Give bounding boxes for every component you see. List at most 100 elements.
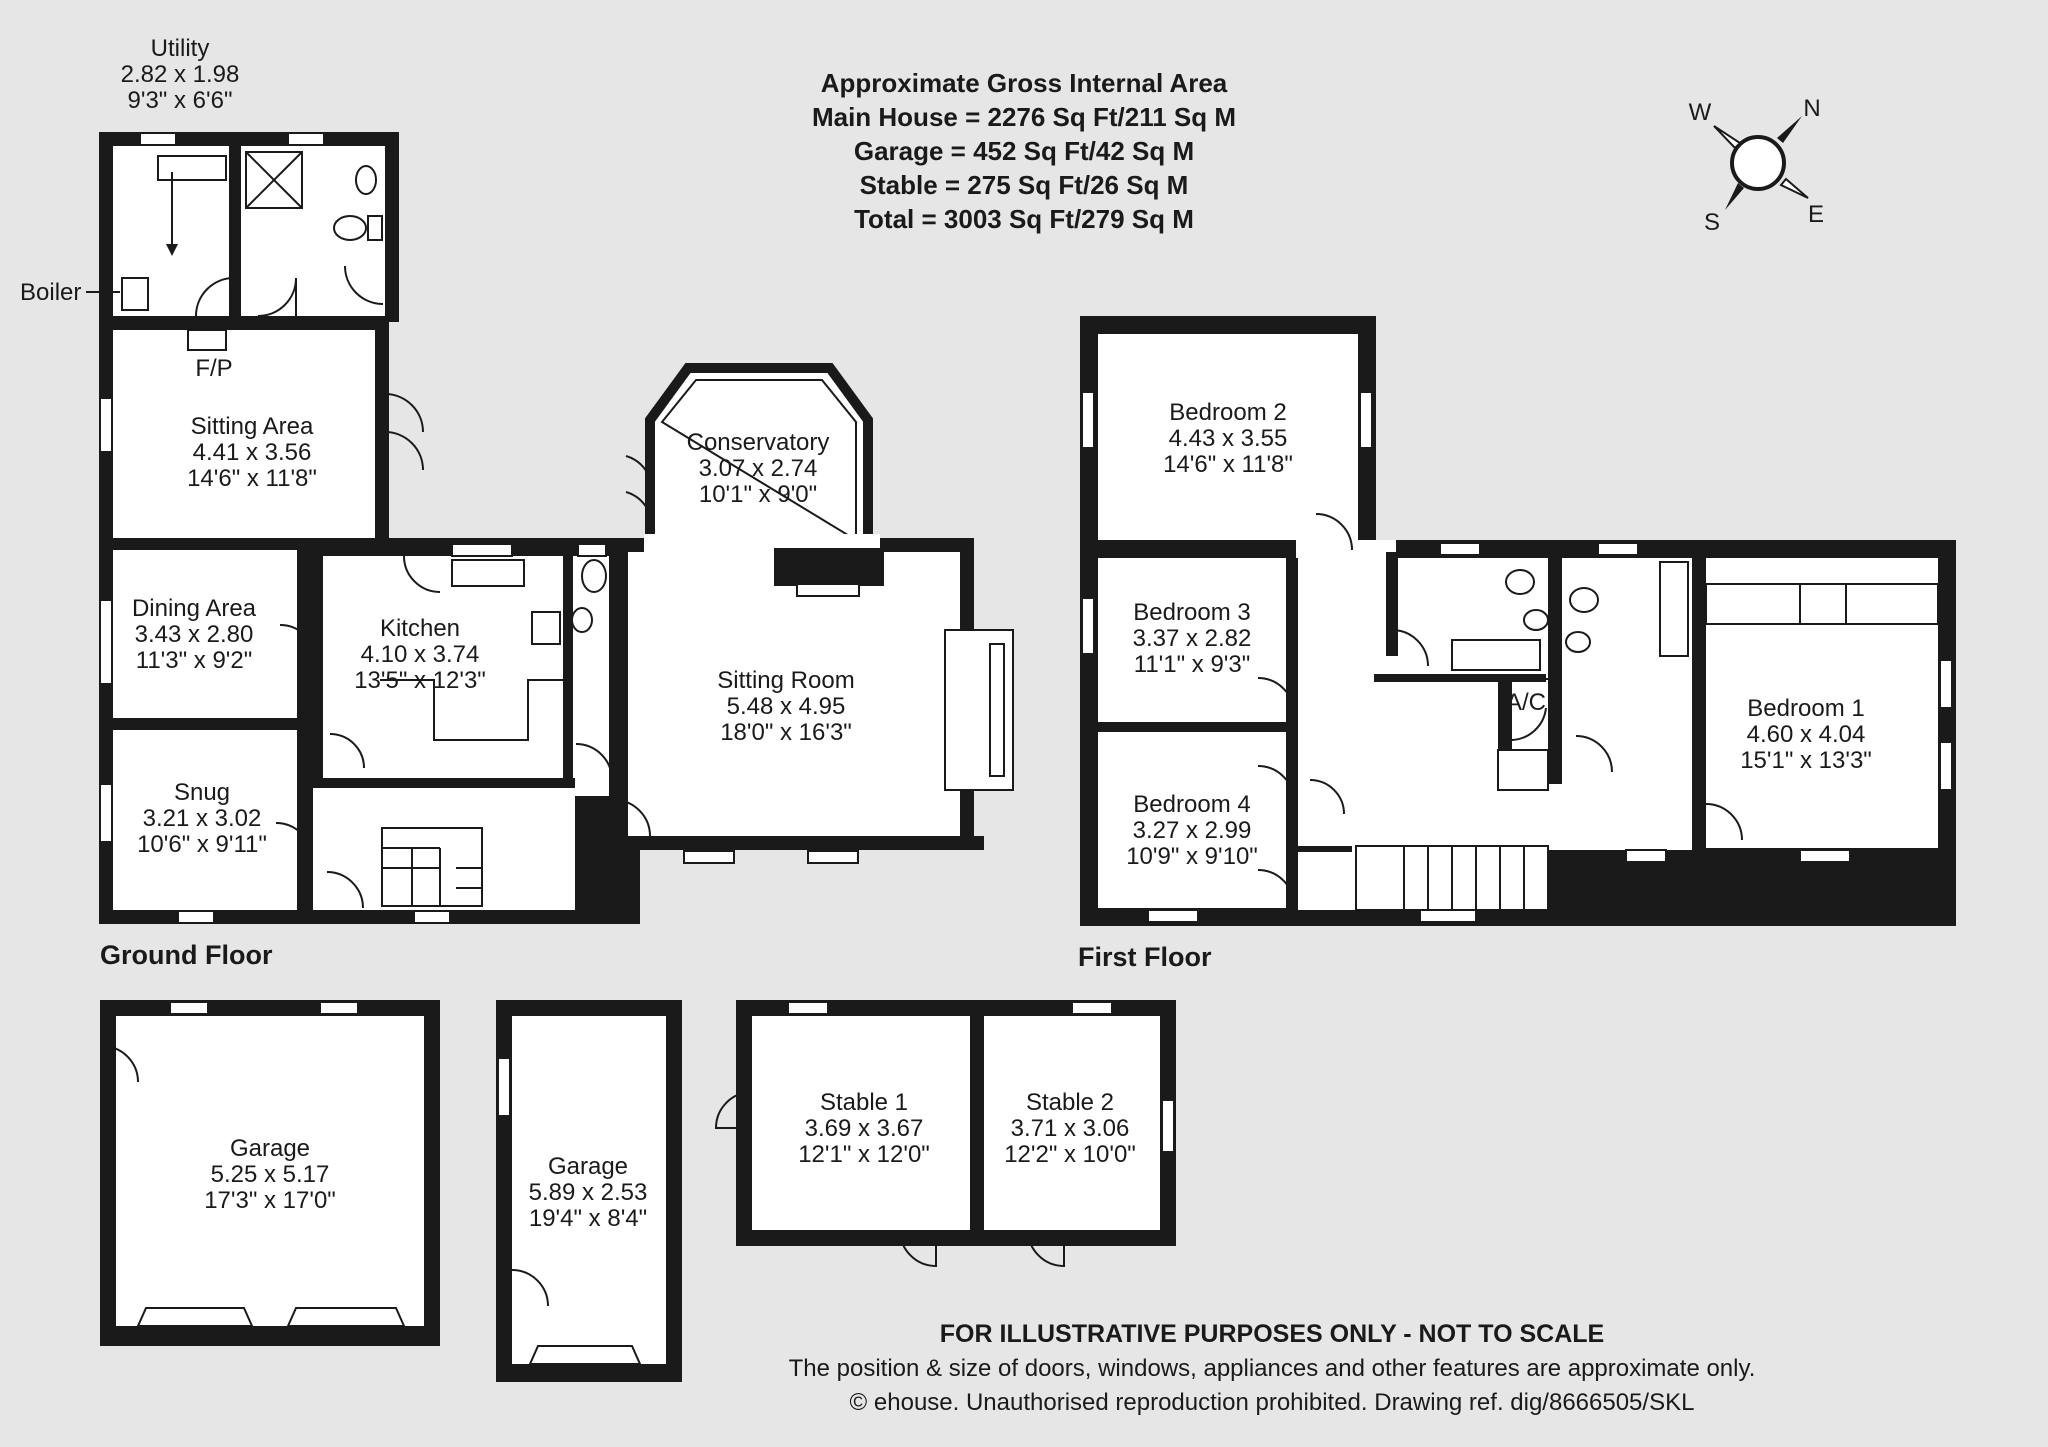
room-size-imperial: 11'3" x 9'2" bbox=[136, 647, 253, 674]
conservatory-double-door bbox=[625, 455, 654, 529]
room-name: Garage bbox=[548, 1153, 628, 1180]
room-name: Snug bbox=[174, 779, 230, 806]
footer-note: The position & size of doors, windows, a… bbox=[789, 1355, 1756, 1382]
fireplace-icon bbox=[187, 329, 227, 351]
door-arc bbox=[1257, 765, 1295, 803]
door-arc bbox=[279, 624, 317, 662]
room-size-metric: 4.10 x 3.74 bbox=[361, 641, 480, 668]
door-arc bbox=[1257, 677, 1295, 715]
window bbox=[1071, 1001, 1113, 1015]
room-size-metric: 5.25 x 5.17 bbox=[211, 1161, 330, 1188]
window bbox=[1439, 542, 1481, 556]
area-title: Approximate Gross Internal Area bbox=[821, 68, 1228, 98]
room-size-metric: 3.43 x 2.80 bbox=[135, 621, 254, 648]
window bbox=[287, 132, 325, 146]
door-arc bbox=[195, 276, 235, 317]
basin-icon bbox=[1523, 609, 1549, 631]
window bbox=[99, 599, 113, 685]
chimney-breast bbox=[774, 548, 884, 586]
front-door bbox=[326, 871, 364, 909]
room-name: Utility bbox=[151, 35, 210, 62]
room-size-metric: 3.71 x 3.06 bbox=[1011, 1115, 1130, 1142]
toilet-icon bbox=[333, 215, 367, 241]
area-summary: Approximate Gross Internal Area Main Hou… bbox=[812, 68, 1236, 234]
window bbox=[99, 397, 113, 453]
compass-e: E bbox=[1808, 201, 1824, 228]
window bbox=[1625, 849, 1667, 863]
stable1-room bbox=[752, 1016, 970, 1230]
window bbox=[1939, 741, 1953, 791]
door-arc bbox=[1257, 869, 1295, 907]
room-name: Bedroom 4 bbox=[1133, 791, 1250, 818]
window bbox=[1161, 1099, 1175, 1153]
area-garage: Garage = 452 Sq Ft/42 Sq M bbox=[854, 136, 1194, 166]
room-name: Conservatory bbox=[687, 429, 830, 456]
door-arc bbox=[714, 1091, 753, 1129]
door-arc bbox=[1705, 803, 1743, 841]
bedroom1-room bbox=[1706, 558, 1938, 848]
compass-s: S bbox=[1704, 209, 1720, 236]
room-size-imperial: 9'3" x 6'6" bbox=[128, 87, 233, 114]
kitchen-island bbox=[380, 679, 564, 741]
window bbox=[1597, 542, 1639, 556]
room-size-metric: 3.07 x 2.74 bbox=[699, 455, 818, 482]
room-size-metric: 3.69 x 3.67 bbox=[805, 1115, 924, 1142]
room-name: Garage bbox=[230, 1135, 310, 1162]
window bbox=[1359, 391, 1373, 449]
room-name: Stable 2 bbox=[1026, 1089, 1114, 1116]
area-total: Total = 3003 Sq Ft/279 Sq M bbox=[854, 204, 1194, 234]
fireplace-label: F/P bbox=[195, 355, 232, 382]
area-main-house: Main House = 2276 Sq Ft/211 Sq M bbox=[812, 102, 1236, 132]
window bbox=[319, 1001, 359, 1015]
footer: FOR ILLUSTRATIVE PURPOSES ONLY - NOT TO … bbox=[789, 1320, 1756, 1416]
door-arc bbox=[1309, 779, 1345, 815]
room-size-imperial: 13'5" x 12'3" bbox=[354, 667, 486, 694]
window bbox=[497, 1057, 511, 1117]
room-size-metric: 5.48 x 4.95 bbox=[727, 693, 846, 720]
room-size-imperial: 12'1" x 12'0" bbox=[798, 1141, 930, 1168]
door-arc bbox=[613, 799, 651, 837]
room-size-imperial: 18'0" x 16'3" bbox=[720, 719, 852, 746]
room-size-imperial: 10'1" x 9'0" bbox=[699, 481, 817, 508]
stable2-room bbox=[984, 1016, 1160, 1230]
sink-icon bbox=[157, 155, 227, 181]
door-arc bbox=[511, 1269, 549, 1307]
window bbox=[451, 543, 513, 557]
room-size-imperial: 10'9" x 9'10" bbox=[1126, 843, 1258, 870]
room-name: Bedroom 2 bbox=[1169, 399, 1286, 426]
room-name: Bedroom 1 bbox=[1747, 695, 1864, 722]
room-size-metric: 2.82 x 1.98 bbox=[121, 61, 240, 88]
window bbox=[99, 783, 113, 843]
room-size-metric: 3.21 x 3.02 bbox=[143, 805, 262, 832]
window bbox=[1939, 659, 1953, 709]
boiler-label: Boiler bbox=[20, 279, 81, 306]
garage-door bbox=[528, 1345, 642, 1365]
door-arc bbox=[575, 743, 613, 781]
window bbox=[177, 910, 215, 924]
room-size-imperial: 12'2" x 10'0" bbox=[1004, 1141, 1136, 1168]
room-size-imperial: 10'6" x 9'11" bbox=[137, 831, 267, 858]
room-size-imperial: 14'6" x 11'8" bbox=[187, 465, 317, 492]
door-arc bbox=[257, 277, 297, 317]
garage1-room bbox=[116, 1016, 424, 1326]
window bbox=[139, 132, 177, 146]
compass-w: W bbox=[1689, 99, 1712, 126]
window bbox=[683, 850, 735, 864]
toilet-icon bbox=[1505, 569, 1535, 595]
ground-floor: Utility 2.82 x 1.98 9'3" x 6'6" Boiler F… bbox=[20, 35, 1014, 970]
boiler-icon bbox=[121, 277, 149, 311]
window bbox=[413, 910, 451, 924]
room-size-imperial: 15'1" x 13'3" bbox=[1740, 747, 1872, 774]
ensuite-room bbox=[1562, 558, 1692, 784]
airing-cupboard bbox=[1497, 749, 1549, 791]
room-size-metric: 5.89 x 2.53 bbox=[529, 1179, 648, 1206]
garage2-room bbox=[512, 1016, 666, 1364]
compass-n: N bbox=[1803, 95, 1820, 122]
bathroom-room bbox=[1396, 558, 1552, 678]
room-name: Sitting Room bbox=[717, 667, 854, 694]
bedroom3-room bbox=[1098, 558, 1286, 722]
window bbox=[1799, 849, 1851, 863]
door-arc bbox=[101, 1045, 139, 1083]
room-name: Stable 1 bbox=[820, 1089, 908, 1116]
